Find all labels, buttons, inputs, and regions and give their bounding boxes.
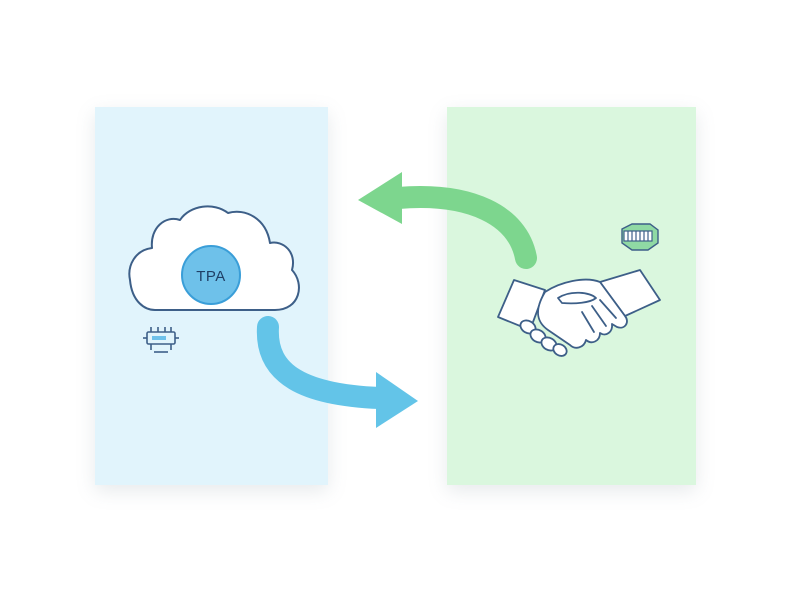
shield-badge-icon: [621, 223, 659, 251]
tpa-badge-label: TPA: [196, 268, 226, 285]
plug-connector-icon: [143, 327, 179, 353]
arrow-left-icon: [358, 172, 537, 269]
tpa-badge: [181, 245, 241, 305]
cloud-icon: TPA: [128, 205, 300, 311]
handshake-icon: [497, 269, 661, 357]
arrow-right-icon: [256, 316, 418, 428]
